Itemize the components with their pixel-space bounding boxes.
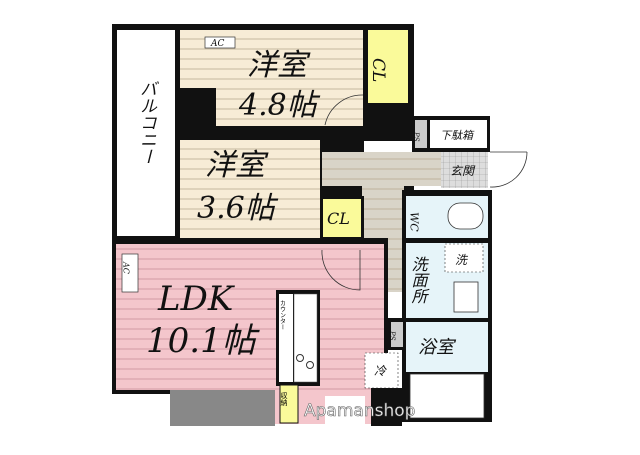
bedroom-2-size: 3.6帖 [197,191,279,226]
storage-label: 収納 [280,392,288,407]
closet-1 [368,30,408,103]
bedroom-1-size: 4.8帖 [238,88,321,123]
ps-2-label: PS [388,330,396,341]
balcony [117,30,175,236]
washer-space [444,243,484,273]
storage [279,384,299,424]
fridge-space [364,352,399,389]
pipe-space-2 [391,322,403,347]
ac-unit [204,36,236,49]
closet-1-label: CL [368,58,388,82]
ac-label: AC [210,39,224,49]
stove-burner-icon [306,361,314,369]
ac-2-label: AC [122,261,131,274]
stove-burner-icon [296,354,304,362]
fridge-label: 冷 [374,364,387,378]
shoe-box-label: 下駄箱 [440,129,475,142]
bedroom-1-name: 洋室 [247,48,311,83]
washroom-label: 洗面所 [409,256,428,304]
front-door [489,151,528,188]
bathroom-label: 浴室 [418,337,457,358]
ps-1-label: PS [412,131,420,142]
counter-label: カウンター [279,300,286,330]
pipe-space-1 [415,120,427,148]
door-swing [321,249,361,291]
washer-label: 洗 [455,253,469,267]
ac-unit-2 [121,253,139,293]
wc-label: WC [408,212,421,232]
bathtub-icon [409,373,485,419]
door-swing [324,94,364,126]
kitchen-unit [293,293,318,383]
ldk-size: 10.1帖 [146,321,261,361]
sink-icon [453,281,479,313]
balcony-label: バルコニー [136,80,156,165]
bedroom-2-name: 洋室 [205,148,269,183]
closet-2 [323,199,361,237]
entrance-label: 玄関 [450,164,476,178]
pillar [178,88,216,140]
watermark: Apamanshop [304,401,415,421]
counter [279,294,293,382]
bathroom [406,322,488,372]
shoe-box [430,120,487,148]
entrance [441,152,488,188]
ldk-name: LDK [157,279,236,319]
closet-2-label: CL [327,209,350,228]
toilet-icon [447,202,484,230]
